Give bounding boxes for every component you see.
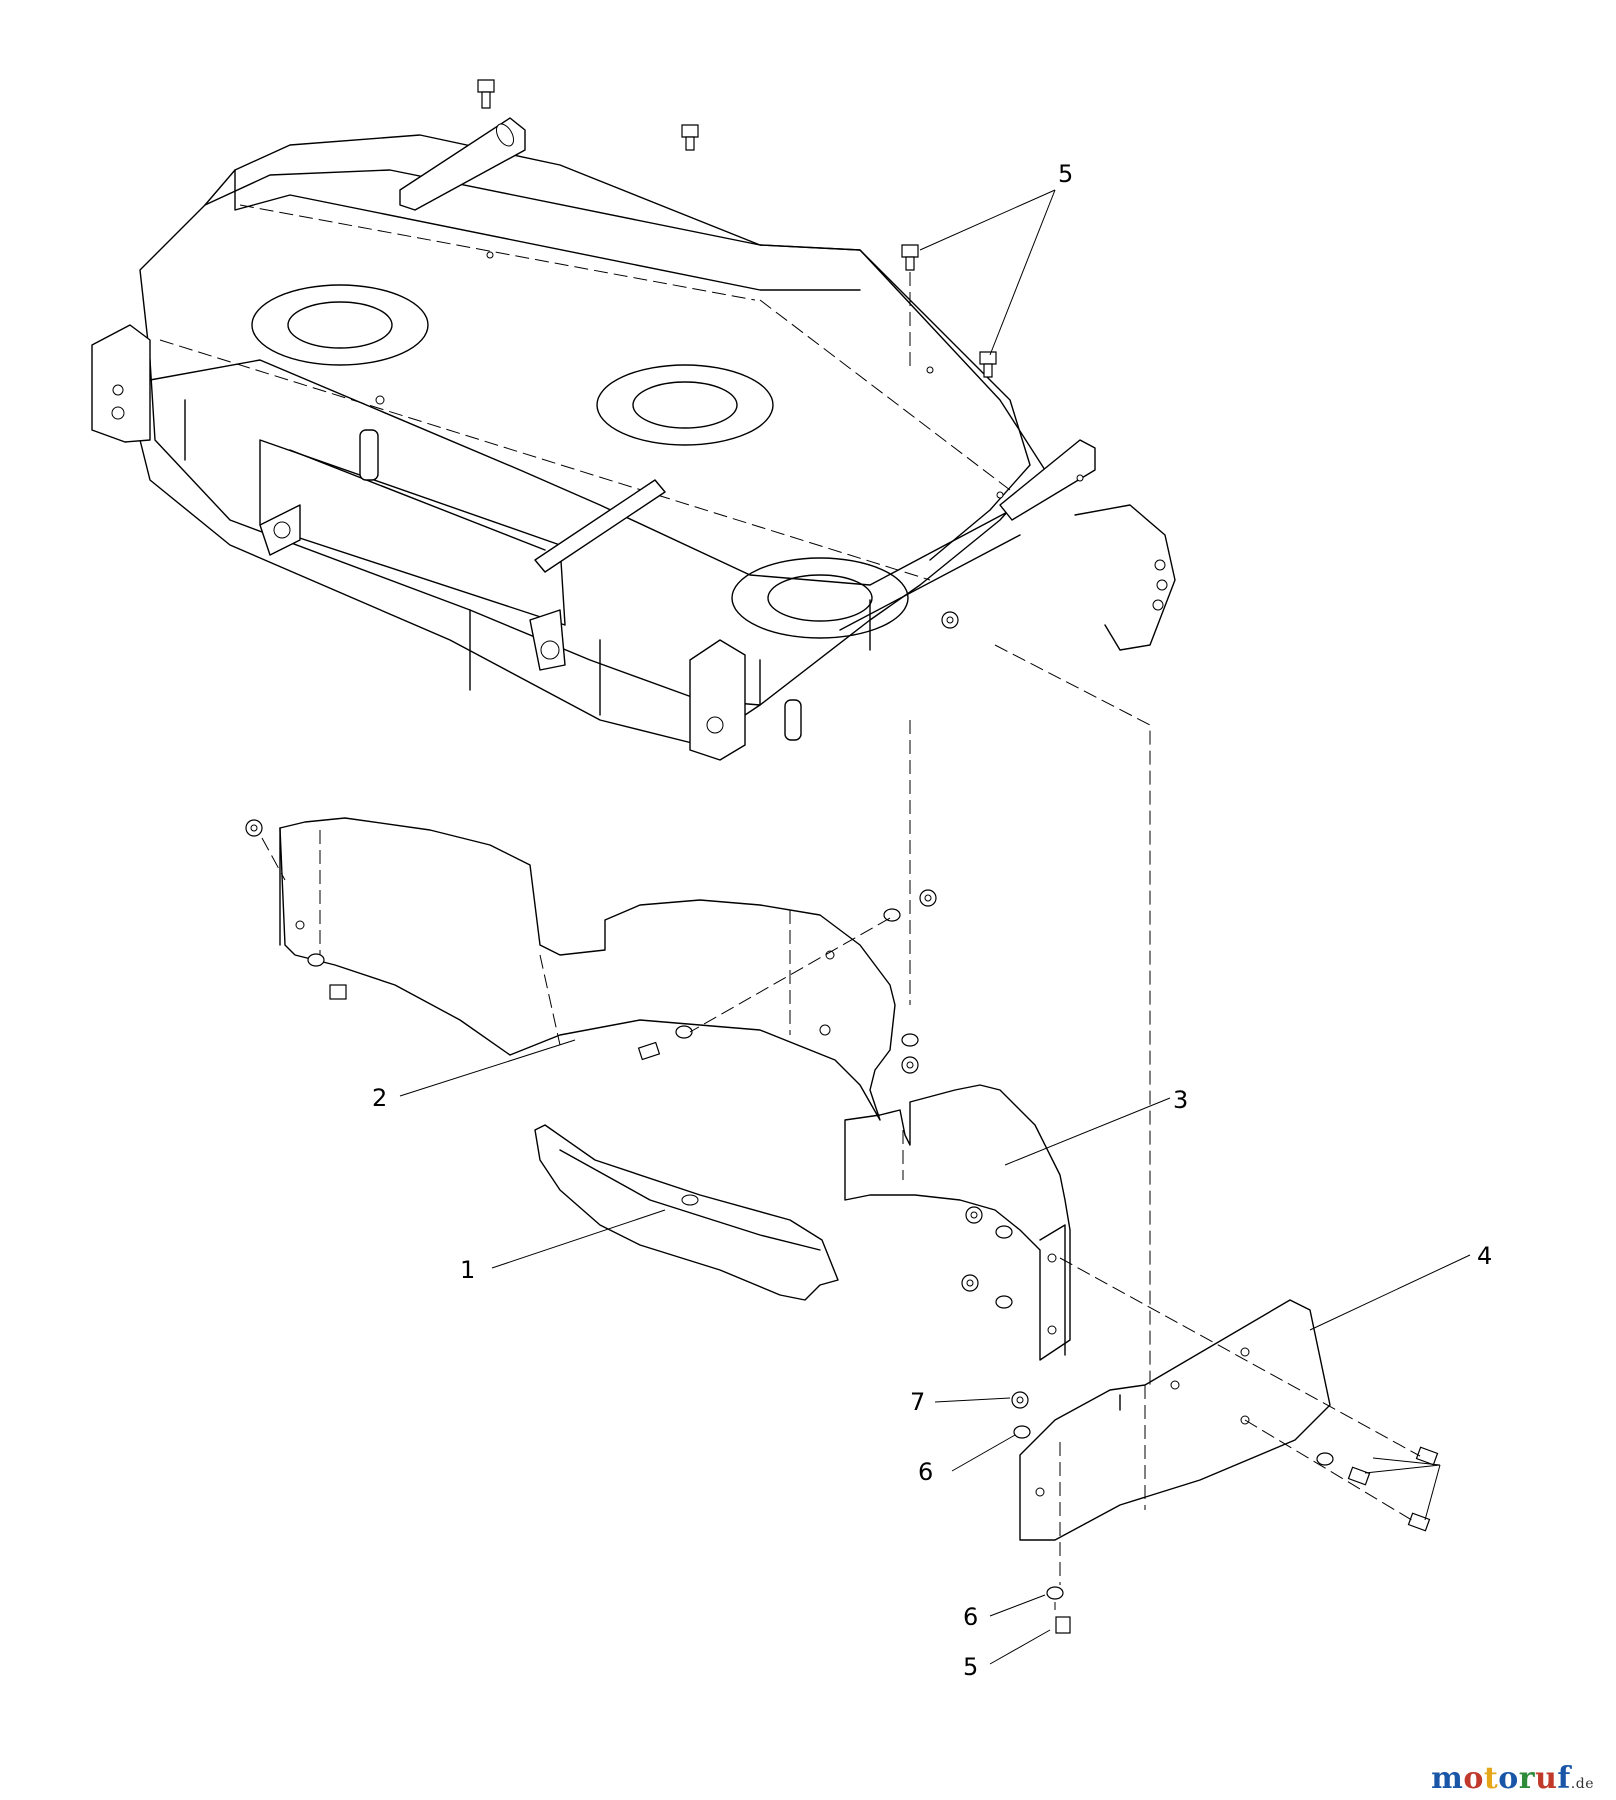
washer-icon: [1046, 1586, 1064, 1600]
nut-icon: [901, 1056, 919, 1074]
watermark-tld: .de: [1570, 1776, 1594, 1792]
callout-3: 3: [1173, 1086, 1188, 1114]
callout-6-lower: 6: [963, 1603, 978, 1631]
nut-icon: [965, 1206, 983, 1224]
bolt-icon: [1055, 1616, 1071, 1634]
nut-icon: [961, 1274, 979, 1292]
washer-icon: [307, 953, 325, 967]
part-2-baffle: [279, 817, 896, 1121]
motoruf-watermark-logo: motoruf.de: [1431, 1761, 1594, 1796]
callout-labels: 1 2 3 4 5 5 6 6 7: [372, 160, 1492, 1681]
bolt-icon: [901, 244, 919, 271]
callout-7: 7: [910, 1388, 925, 1416]
callout-5-top: 5: [1058, 160, 1073, 188]
watermark-letter: t: [1483, 1761, 1499, 1796]
washer-icon: [1013, 1425, 1031, 1439]
callout-6-upper: 6: [918, 1458, 933, 1486]
spindle-mount-center: [596, 364, 774, 446]
bolt-icon: [477, 79, 495, 109]
watermark-letter: m: [1431, 1761, 1464, 1796]
watermark-letter: u: [1535, 1761, 1558, 1796]
callout-2: 2: [372, 1084, 387, 1112]
watermark-letter: o: [1498, 1761, 1519, 1796]
nut-icon: [919, 889, 937, 907]
part-3-baffle: [844, 1084, 1071, 1361]
watermark-letter: r: [1518, 1761, 1536, 1796]
callout-4: 4: [1477, 1242, 1492, 1270]
baffle-hardware: [245, 819, 1439, 1634]
watermark-letter: o: [1463, 1761, 1484, 1796]
bolt-icon: [637, 1041, 661, 1061]
bolt-icon: [681, 124, 699, 151]
bolt-icon: [329, 984, 347, 1000]
nut-icon: [941, 611, 959, 629]
washer-icon: [883, 908, 901, 922]
spindle-mount-left: [251, 284, 429, 366]
mower-deck: [91, 117, 1176, 761]
washer-icon: [1316, 1452, 1334, 1466]
washer-icon: [995, 1295, 1013, 1309]
nut-icon: [245, 819, 263, 837]
callout-5-bottom: 5: [963, 1653, 978, 1681]
bolt-icon: [1347, 1466, 1371, 1486]
nut-icon: [1011, 1391, 1029, 1409]
washer-icon: [901, 1033, 919, 1047]
part-1-blade: [534, 1124, 839, 1301]
callout-1: 1: [460, 1256, 475, 1284]
bolt-icon: [979, 351, 997, 378]
bolt-icon: [1415, 1446, 1439, 1466]
callout-leaders: [399, 189, 1471, 1665]
watermark-letter: f: [1557, 1761, 1571, 1796]
deck-bolts: [477, 79, 997, 629]
washer-icon: [675, 1025, 693, 1039]
part-4-plate: [1019, 1299, 1331, 1541]
spindle-mount-right: [731, 557, 909, 639]
washer-icon: [995, 1225, 1013, 1239]
